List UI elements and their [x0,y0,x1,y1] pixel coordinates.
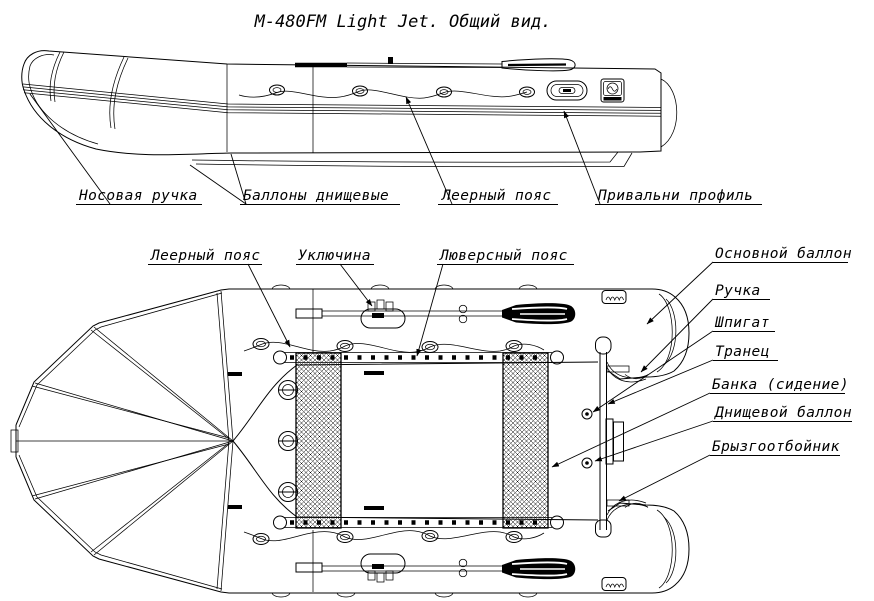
tv-floor-marks [228,371,384,510]
logo-badge-top [602,291,626,304]
label-scupper: Шпигат [714,315,770,331]
callout-splash-guard: Брызгоотбойник [618,439,840,501]
label-handle: Ручка [715,283,761,299]
side-hull [22,51,677,155]
callout-main-tube: Основной баллон [647,246,852,324]
splash-guard-bottom [607,500,648,520]
callout-rub-rail: Привальни профиль [564,110,762,205]
side-view [22,51,677,167]
scupper-icon [582,409,592,419]
label-transom: Транец [715,344,770,360]
callout-grommet-belt: Люверсный пояс [416,248,574,357]
label-oarlock: Уключина [298,248,371,264]
tv-stern-cones [602,291,676,591]
label-main-tube: Основной баллон [715,246,852,262]
label-bottom-tube: Днищевой баллон [713,405,852,421]
top-view [11,285,689,597]
seat-bench-left [296,353,341,528]
callout-seat-bench: Банка (сидение) [551,377,849,467]
callout-grab-line-top: Леерный пояс [148,248,290,348]
label-seat-bench: Банка (сидение) [712,377,849,393]
top-view-callouts: Леерный пояс Уключина Люверсный пояс Осн… [148,246,852,501]
callout-bottom-tube: Днищевой баллон [594,405,852,461]
tv-oar-top [296,300,576,328]
label-bow-handle: Носовая ручка [78,188,198,204]
label-bottom-tubes: Баллоны днищевые [243,188,389,204]
seat-bench-right [503,353,548,528]
callout-scupper: Шпигат [592,315,775,412]
tv-outline [11,289,689,593]
callout-handle: Ручка [641,283,770,372]
callout-bow-handle: Носовая ручка [30,94,202,205]
tv-oar-bottom [296,554,576,582]
tv-outer-handles [272,285,537,597]
label-grab-line-top: Леерный пояс [150,248,261,264]
label-grab-line-side: Леерный пояс [441,188,552,204]
label-grommet-belt: Люверсный пояс [439,248,568,264]
side-rub-rail-profile [23,84,661,116]
splash-guard-top [607,362,648,382]
oarlock-pin-icon [388,57,393,64]
callout-oarlock: Уключина [296,248,374,307]
label-rub-rail: Привальни профиль [597,188,753,204]
side-bottom-keel-tubes [192,152,632,167]
side-oar-on-deck [295,57,575,71]
side-stern-handle [547,81,587,100]
callout-transom: Транец [607,344,778,404]
tv-seat-benches [296,353,548,528]
side-view-callouts: Носовая ручка Баллоны днищевые Леерный п… [30,94,762,205]
label-splash-guard: Брызгоотбойник [712,439,840,455]
grommet-icon [270,85,535,97]
cone-handle-bottom-icon [625,503,648,507]
oar-blade-icon [502,59,575,71]
valve-icon [279,381,298,502]
callout-bottom-tubes: Баллоны днищевые [190,154,400,205]
side-logo-badge [601,79,624,102]
tv-bow-seams [16,289,598,592]
side-grab-rope [239,85,535,98]
oarlock-top-icon [361,309,405,328]
oarlock-bottom-icon [361,554,405,573]
callout-grab-line-side: Леерный пояс [406,96,558,205]
tv-grab-ropes [244,339,544,545]
keel-valve-icon [582,458,592,468]
page-title: М-480FM Light Jet. Общий вид. [254,12,552,32]
logo-badge-bottom [602,578,626,591]
tv-transom [582,337,648,537]
